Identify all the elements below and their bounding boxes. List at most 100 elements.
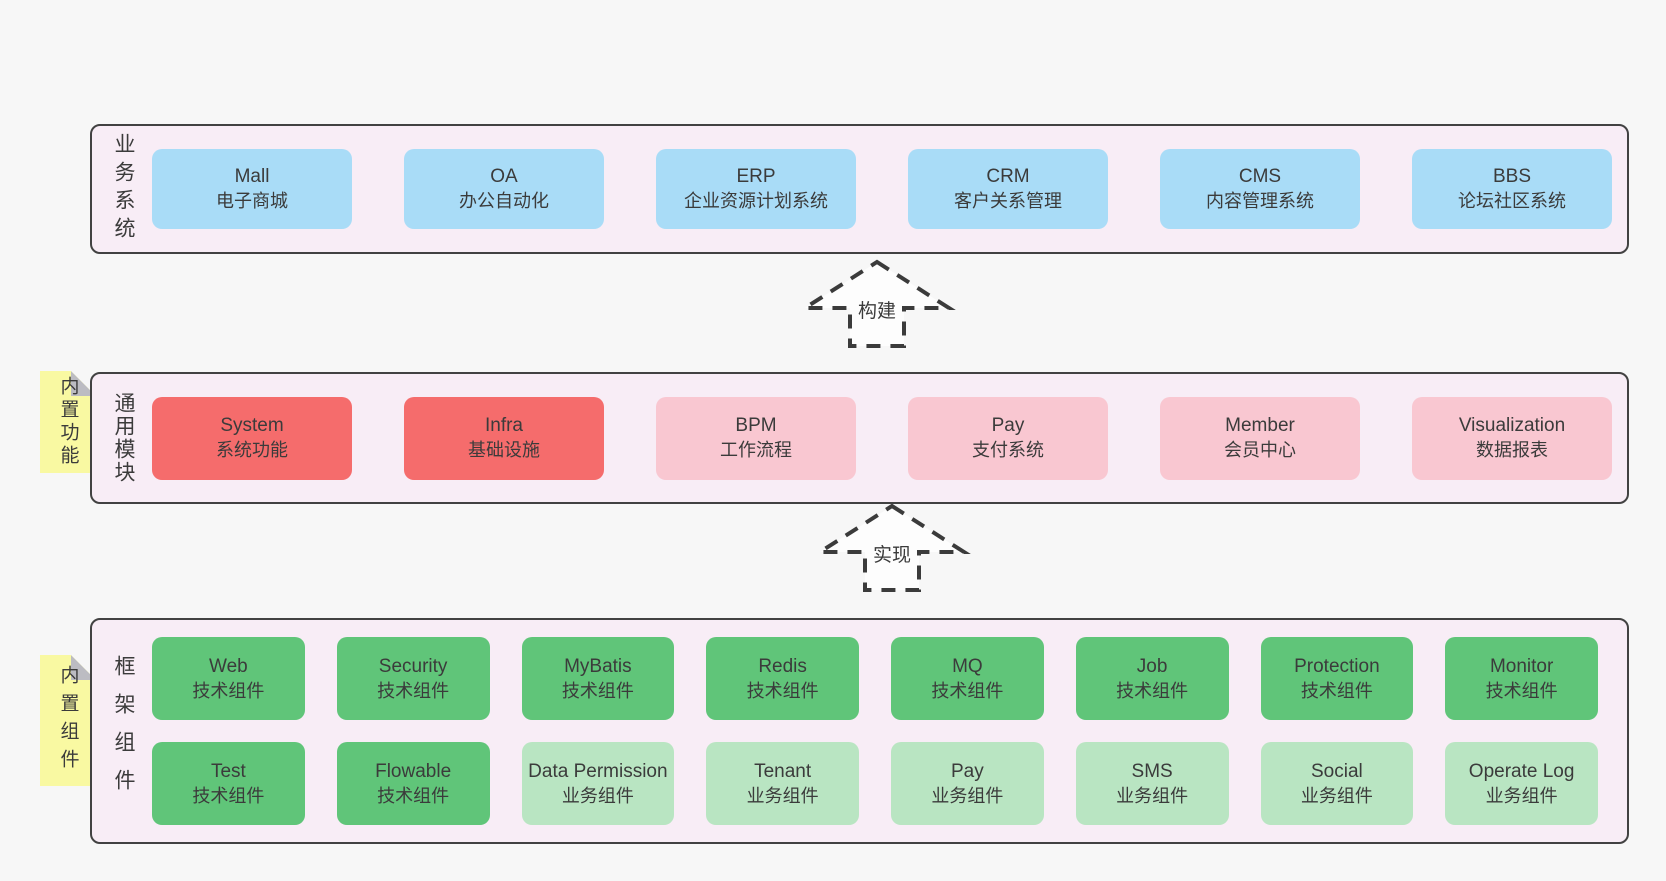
arrow-label: 构建 xyxy=(854,300,900,324)
box-job: Job 技术组件 xyxy=(1075,637,1229,720)
box-system: System 系统功能 xyxy=(152,396,352,480)
box-monitor: Monitor 技术组件 xyxy=(1445,637,1598,720)
layer-common-modules: 通用模块 System 系统功能 Infra 基础设施 BPM 工作流程 Pay 支付系统 Me… xyxy=(90,372,1629,504)
box-title: Tenant xyxy=(754,760,812,782)
box-subtitle: 基础设施 xyxy=(468,440,540,460)
box-title: CRM xyxy=(986,166,1030,187)
box-title: Member xyxy=(1225,415,1295,436)
layer-business-systems: 业务系统 Mall 电子商城 OA 办公自动化 ERP 企业资源计划系统 CRM 客户关系管理… xyxy=(90,124,1629,254)
box-title: Job xyxy=(1136,655,1168,677)
box-subtitle: 电子商城 xyxy=(216,191,288,211)
build-arrow: 构建 xyxy=(797,258,957,350)
box-subtitle: 支付系统 xyxy=(972,440,1044,460)
box-subtitle: 技术组件 xyxy=(192,785,265,806)
box-subtitle: 技术组件 xyxy=(377,785,450,806)
box-title: Web xyxy=(209,655,248,677)
box-flowable: Flowable 技术组件 xyxy=(336,742,490,825)
box-subtitle: 技术组件 xyxy=(1485,680,1558,701)
box-subtitle: 系统功能 xyxy=(216,440,288,460)
box-title: MyBatis xyxy=(564,655,632,677)
sticky-note-built-in-components: 内置组件 xyxy=(40,655,96,786)
box-subtitle: 数据报表 xyxy=(1476,440,1548,460)
box-title: Mall xyxy=(234,166,270,187)
sticky-note-label: 内置组件 xyxy=(57,664,79,777)
box-title: SMS xyxy=(1131,760,1173,782)
box-crm: CRM 客户关系管理 xyxy=(908,149,1108,229)
arrow-label: 实现 xyxy=(869,544,915,568)
box-title: ERP xyxy=(736,166,776,187)
box-row: System 系统功能 Infra 基础设施 BPM 工作流程 Pay 支付系统 Member 会… xyxy=(152,396,1612,480)
box-pay: Pay 业务组件 xyxy=(891,742,1044,825)
box-redis: Redis 技术组件 xyxy=(706,637,859,720)
box-title: Test xyxy=(210,760,246,782)
layer-label: 框架组件 xyxy=(112,655,135,807)
box-subtitle: 业务组件 xyxy=(1300,785,1373,806)
layer-label: 业务系统 xyxy=(112,133,135,245)
box-subtitle: 技术组件 xyxy=(192,680,265,701)
box-title: Data Permission xyxy=(528,760,668,782)
sticky-note-label: 内置功能 xyxy=(57,376,79,468)
box-subtitle: 业务组件 xyxy=(931,785,1004,806)
box-subtitle: 会员中心 xyxy=(1224,440,1296,460)
box-title: BPM xyxy=(735,415,777,436)
box-title: Pay xyxy=(951,760,984,782)
box-subtitle: 工作流程 xyxy=(720,440,792,460)
box-protection: Protection 技术组件 xyxy=(1260,637,1414,720)
box-subtitle: 业务组件 xyxy=(1485,785,1558,806)
box-tenant: Tenant 业务组件 xyxy=(706,742,859,825)
box-title: System xyxy=(220,415,284,436)
box-title: Operate Log xyxy=(1468,760,1575,782)
box-security: Security 技术组件 xyxy=(336,637,490,720)
box-subtitle: 业务组件 xyxy=(746,785,819,806)
box-title: Monitor xyxy=(1489,655,1554,677)
box-title: CMS xyxy=(1238,166,1282,187)
box-bpm: BPM 工作流程 xyxy=(656,396,856,480)
box-bbs: BBS 论坛社区系统 xyxy=(1412,149,1612,229)
box-title: Protection xyxy=(1294,655,1380,677)
box-member: Member 会员中心 xyxy=(1160,396,1360,480)
box-web: Web 技术组件 xyxy=(152,637,305,720)
box-subtitle: 论坛社区系统 xyxy=(1458,191,1566,211)
implement-arrow: 实现 xyxy=(812,502,972,594)
box-subtitle: 技术组件 xyxy=(377,680,450,701)
box-cms: CMS 内容管理系统 xyxy=(1160,149,1360,229)
box-data-permission: Data Permission 业务组件 xyxy=(521,742,675,825)
sticky-note-built-in-functions: 内置功能 xyxy=(40,371,96,473)
box-mall: Mall 电子商城 xyxy=(152,149,352,229)
box-subtitle: 技术组件 xyxy=(561,680,634,701)
box-operate-log: Operate Log 业务组件 xyxy=(1445,742,1598,825)
box-subtitle: 技术组件 xyxy=(746,680,819,701)
box-title: Social xyxy=(1311,760,1363,782)
box-subtitle: 技术组件 xyxy=(1116,680,1189,701)
layer-label: 通用模块 xyxy=(112,392,135,484)
box-title: OA xyxy=(490,166,518,187)
box-row: Mall 电子商城 OA 办公自动化 ERP 企业资源计划系统 CRM 客户关系管理 CMS 内容… xyxy=(152,149,1612,229)
box-title: Pay xyxy=(991,415,1025,436)
box-subtitle: 办公自动化 xyxy=(459,191,549,211)
box-erp: ERP 企业资源计划系统 xyxy=(656,149,856,229)
box-subtitle: 内容管理系统 xyxy=(1206,191,1314,211)
box-pay: Pay 支付系统 xyxy=(908,396,1108,480)
box-mybatis: MyBatis 技术组件 xyxy=(521,637,675,720)
box-subtitle: 技术组件 xyxy=(1300,680,1373,701)
box-title: Redis xyxy=(758,655,807,677)
box-test: Test 技术组件 xyxy=(152,742,305,825)
box-title: Infra xyxy=(484,415,524,436)
box-title: Flowable xyxy=(375,760,452,782)
box-title: BBS xyxy=(1492,166,1532,187)
box-sms: SMS 业务组件 xyxy=(1075,742,1229,825)
box-infra: Infra 基础设施 xyxy=(404,396,604,480)
box-subtitle: 企业资源计划系统 xyxy=(684,191,828,211)
box-title: Security xyxy=(378,655,448,677)
box-title: Visualization xyxy=(1458,415,1566,436)
box-subtitle: 业务组件 xyxy=(561,785,634,806)
box-subtitle: 业务组件 xyxy=(1116,785,1189,806)
box-oa: OA 办公自动化 xyxy=(404,149,604,229)
box-subtitle: 客户关系管理 xyxy=(954,191,1062,211)
box-title: MQ xyxy=(952,655,983,677)
box-visualization: Visualization 数据报表 xyxy=(1412,396,1612,480)
